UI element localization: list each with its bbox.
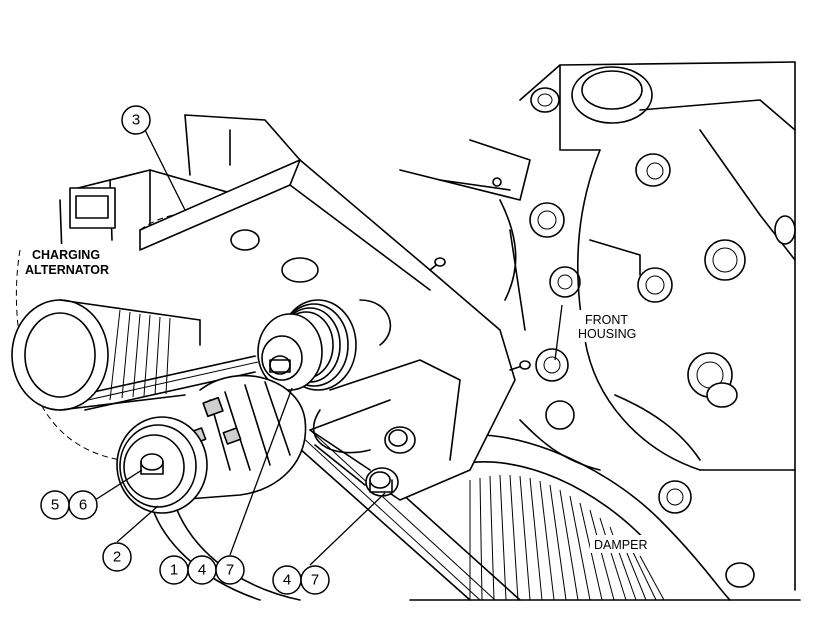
callout-7-left: 7: [215, 555, 245, 585]
svg-text:1: 1: [170, 562, 178, 579]
front-housing-drawing: [499, 61, 796, 591]
front-housing-label: FRONT HOUSING: [570, 310, 640, 342]
damper-label: DAMPER: [590, 535, 656, 553]
svg-text:4: 4: [198, 562, 206, 579]
charging-alternator-label: CHARGING ALTERNATOR: [25, 244, 112, 277]
svg-text:7: 7: [311, 572, 319, 589]
callout-4-left: 4: [187, 555, 217, 585]
damper-drawing: [409, 434, 801, 601]
leader-lines: [94, 129, 563, 566]
front-housing-label-line2: HOUSING: [578, 327, 636, 341]
pivot-bolts-drawing: [365, 426, 416, 497]
svg-text:4: 4: [283, 572, 291, 589]
callout-1: 1: [159, 555, 189, 585]
charging-alternator-label-line2: ALTERNATOR: [25, 263, 109, 277]
damper-label-text: DAMPER: [594, 538, 647, 552]
callout-6: 6: [68, 490, 98, 520]
charging-alternator-label-line1: CHARGING: [32, 248, 100, 262]
callout-7-right: 7: [300, 565, 330, 595]
svg-text:7: 7: [226, 562, 234, 579]
callout-3: 3: [121, 105, 151, 135]
svg-text:6: 6: [79, 497, 87, 514]
idler-pulley-drawing: [257, 299, 357, 391]
callout-2: 2: [102, 542, 132, 572]
svg-text:3: 3: [132, 112, 140, 129]
callout-5: 5: [40, 490, 70, 520]
callout-4-right: 4: [272, 565, 302, 595]
front-housing-label-line1: FRONT: [585, 313, 628, 327]
tensioner-drawing: [116, 374, 371, 514]
svg-text:2: 2: [113, 549, 121, 566]
svg-text:5: 5: [51, 497, 59, 514]
